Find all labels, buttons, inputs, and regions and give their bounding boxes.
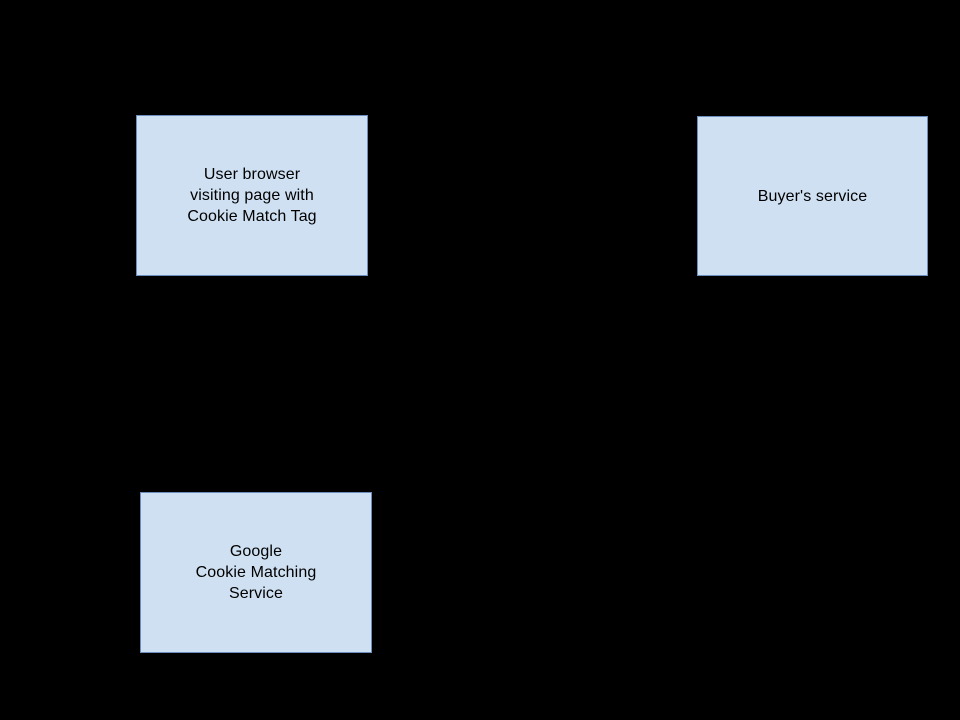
diagram-node-google-cookie-matching-service[interactable]: Google Cookie Matching Service [140, 492, 372, 653]
diagram-node-google-cookie-matching-service-label: Google Cookie Matching Service [195, 543, 317, 602]
diagram-node-user-browser[interactable]: User browser visiting page with Cookie M… [136, 115, 368, 276]
diagram-node-user-browser-label: User browser visiting page with Cookie M… [187, 166, 317, 225]
diagram-node-buyers-service[interactable]: Buyer's service [697, 116, 928, 276]
diagram-node-buyers-service-label: Buyer's service [757, 187, 868, 205]
